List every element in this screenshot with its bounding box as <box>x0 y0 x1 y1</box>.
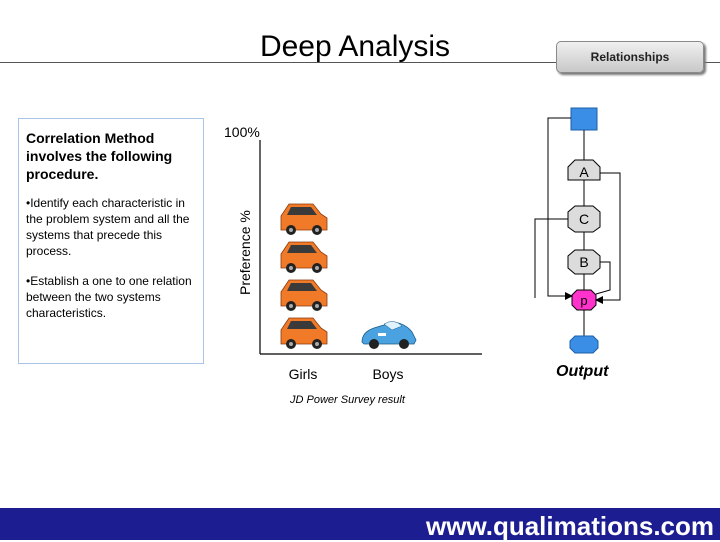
bullet-identify: •Identify each characteristic in the pro… <box>26 196 190 258</box>
flow-diagram: A C B p <box>534 107 621 354</box>
y-top-label: 100% <box>224 124 260 140</box>
feedback-loop-left-inner <box>534 218 568 298</box>
feedback-loop-left-outer <box>547 117 573 300</box>
output-label: Output <box>556 363 609 380</box>
feedback-loop-right-outer <box>595 172 621 304</box>
page-title: Deep Analysis <box>259 30 451 63</box>
car-mark-icon <box>280 241 328 273</box>
footer-url[interactable]: www.qualimations.com <box>426 511 714 541</box>
node-c <box>567 205 601 233</box>
race-car-mark-icon <box>361 321 417 349</box>
node-p-label: p <box>580 293 587 308</box>
feedback-loop-right-inner <box>595 261 611 295</box>
x-tick-label-girls: Girls <box>289 366 318 382</box>
preference-chart: 100% Preference % Girls Boys <box>224 124 482 382</box>
output-node <box>569 335 599 354</box>
y-axis-label: Preference % <box>237 210 253 295</box>
title-divider <box>0 62 720 63</box>
survey-caption: JD Power Survey result <box>290 394 405 406</box>
input-box <box>570 107 598 131</box>
car-mark-icon <box>280 317 328 349</box>
node-b <box>567 249 601 275</box>
footer-bar: www.qualimations.com <box>0 508 720 541</box>
node-b-label: B <box>579 254 588 270</box>
car-mark-icon <box>280 203 328 235</box>
bullet-establish: •Establish a one to one relation between… <box>26 274 192 320</box>
relationships-button[interactable]: Relationships <box>556 41 704 73</box>
node-c-label: C <box>579 211 589 227</box>
text-box-heading: Correlation Method involves the followin… <box>26 130 173 182</box>
text-box: Correlation Method involves the followin… <box>18 118 204 364</box>
x-tick-label-boys: Boys <box>372 366 403 382</box>
node-a-label: A <box>579 164 589 180</box>
node-a <box>567 159 601 181</box>
car-mark-icon <box>280 279 328 311</box>
